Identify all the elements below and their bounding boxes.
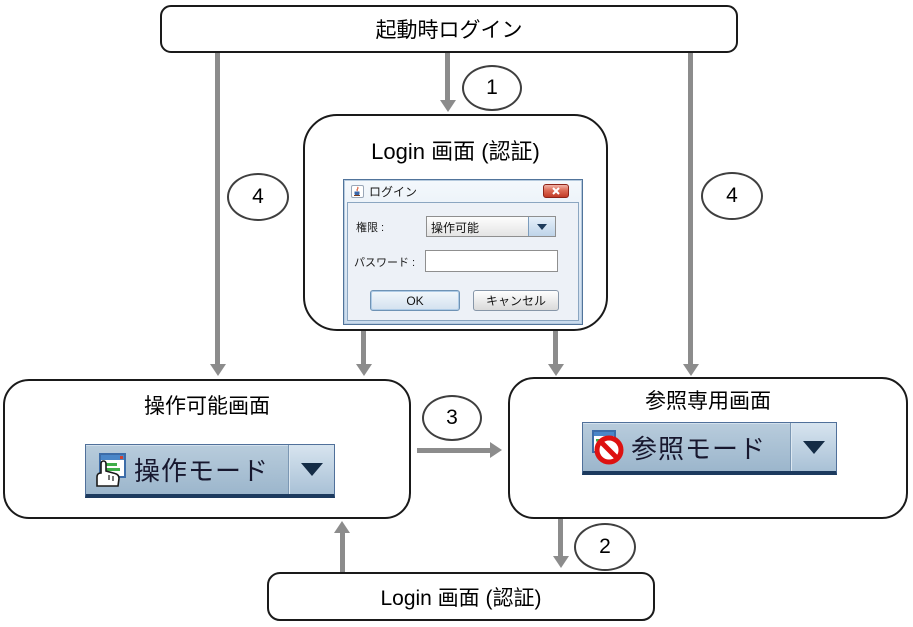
arrowhead-down xyxy=(356,364,372,376)
close-icon xyxy=(552,187,560,195)
arrowhead-up xyxy=(334,521,350,533)
arrowhead-down xyxy=(440,100,456,112)
node-startup-login: 起動時ログイン xyxy=(160,5,738,53)
badge-number: 4 xyxy=(726,184,738,207)
arrow-shaft xyxy=(215,53,220,365)
badge-number: 4 xyxy=(252,185,264,208)
badge-number: 3 xyxy=(446,406,458,429)
mode-dropdown-arrow-button[interactable] xyxy=(288,445,334,494)
arrowhead-down xyxy=(548,364,564,376)
dialog-titlebar: ログイン xyxy=(344,180,582,202)
mode-dropdown-readonly[interactable]: 参照モード xyxy=(582,422,837,475)
arrow-shaft xyxy=(558,519,563,557)
node-readonly-screen: 参照専用画面 参照モード xyxy=(508,377,908,519)
dialog-title: ログイン xyxy=(369,184,418,199)
chevron-down-icon xyxy=(537,223,547,230)
badge-number: 2 xyxy=(599,535,611,558)
chevron-down-icon xyxy=(300,463,323,476)
arrowhead-down xyxy=(683,364,699,376)
password-label: パスワード : xyxy=(354,257,416,269)
node-login-screen-bottom: Login 画面 (認証) xyxy=(267,572,655,621)
step-badge-4-left: 4 xyxy=(227,173,289,221)
arrowhead-down xyxy=(210,364,226,376)
dialog-content: 権限 : 操作可能 パスワード : OK キャンセル xyxy=(347,202,579,321)
no-entry-window-icon xyxy=(583,429,631,465)
arrow-shaft xyxy=(688,53,693,365)
mode-dropdown-label: 操作モード xyxy=(134,456,270,486)
arrowhead-right xyxy=(490,442,502,458)
mode-dropdown-label: 参照モード xyxy=(631,433,767,464)
ok-button-label: OK xyxy=(406,293,424,308)
arrow-shaft xyxy=(340,532,345,572)
node-label: 起動時ログイン xyxy=(375,19,523,42)
cancel-button[interactable]: キャンセル xyxy=(473,290,559,311)
node-operable-screen: 操作可能画面 操作モード xyxy=(3,379,411,519)
cancel-button-label: キャンセル xyxy=(485,294,546,308)
permission-combobox-value: 操作可能 xyxy=(431,221,480,235)
mode-dropdown-arrow-button[interactable] xyxy=(790,423,836,471)
step-badge-2: 2 xyxy=(574,523,636,571)
hand-window-icon xyxy=(86,452,134,488)
step-badge-4-right: 4 xyxy=(701,172,763,220)
step-badge-3: 3 xyxy=(422,395,482,441)
permission-label: 権限 : xyxy=(356,222,385,234)
login-dialog-window: ログイン 権限 : 操作可能 パスワード : xyxy=(343,179,583,325)
java-cup-icon xyxy=(351,184,364,198)
password-input[interactable] xyxy=(425,250,558,272)
node-label: Login 画面 (認証) xyxy=(371,139,540,164)
node-label: 操作可能画面 xyxy=(144,395,270,418)
arrow-shaft xyxy=(417,448,491,453)
step-badge-1: 1 xyxy=(462,65,522,111)
node-label: Login 画面 (認証) xyxy=(380,586,542,610)
permission-combobox[interactable]: 操作可能 xyxy=(426,216,556,237)
arrow-shaft xyxy=(553,331,558,365)
arrow-shaft xyxy=(445,53,450,101)
ok-button[interactable]: OK xyxy=(370,290,460,311)
arrowhead-down xyxy=(553,556,569,568)
mode-dropdown-operable[interactable]: 操作モード xyxy=(85,444,335,498)
node-login-screen-top: Login 画面 (認証) ログイン xyxy=(303,114,608,331)
close-button[interactable] xyxy=(543,184,569,198)
combobox-arrow-button[interactable] xyxy=(528,217,555,236)
node-label: 参照専用画面 xyxy=(645,390,771,413)
chevron-down-icon xyxy=(802,440,825,454)
badge-number: 1 xyxy=(486,76,498,99)
arrow-shaft xyxy=(361,331,366,365)
